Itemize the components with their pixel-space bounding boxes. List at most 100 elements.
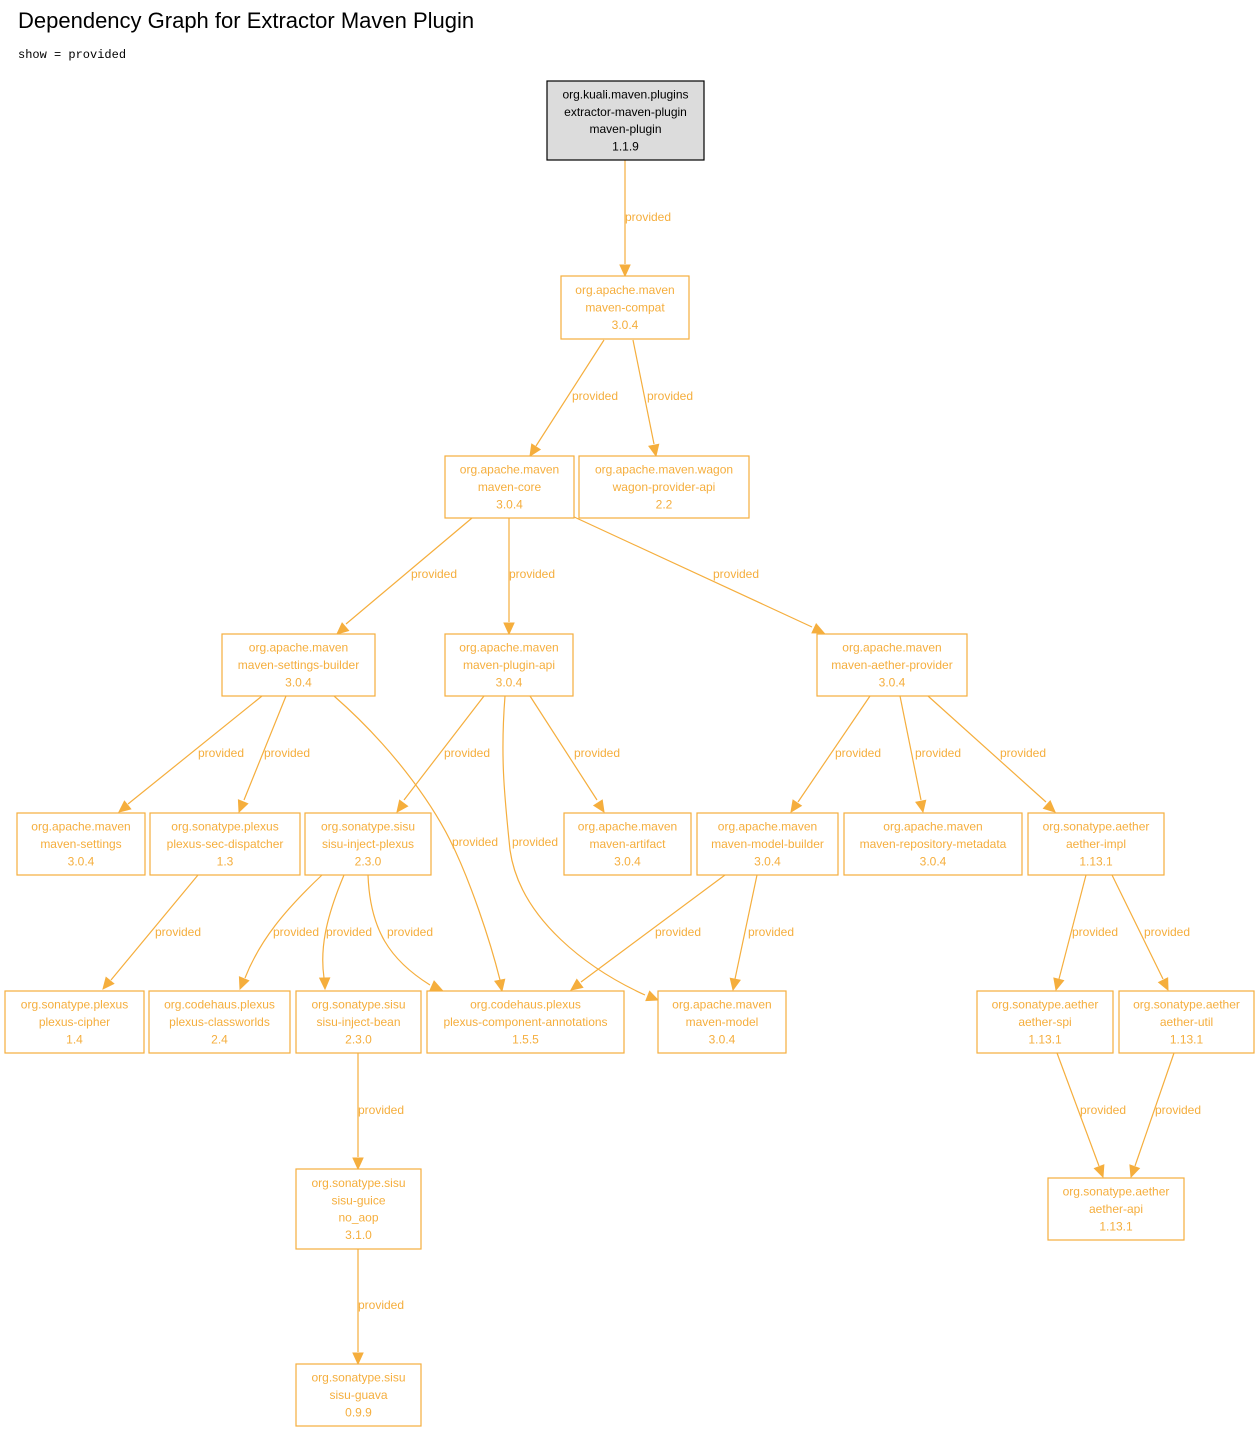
edge-label: provided bbox=[358, 1103, 404, 1117]
edge-plexus-sec-dispatcher-to-plexus-cipher: provided bbox=[102, 874, 201, 990]
node-box bbox=[444, 633, 574, 697]
edge-aether-util-to-aether-api: provided bbox=[1129, 1052, 1201, 1179]
node-label-line: 1.5.5 bbox=[512, 1032, 539, 1046]
edge-sisu-inject-plexus-to-sisu-inject-bean: provided bbox=[318, 874, 372, 991]
arrowhead bbox=[1042, 800, 1056, 813]
edge-maven-aether-provider-to-maven-model-builder: provided bbox=[790, 695, 881, 814]
edge-maven-core-to-maven-plugin-api: provided bbox=[503, 518, 555, 636]
node-box bbox=[1047, 1177, 1185, 1241]
edge-line bbox=[1056, 1052, 1100, 1167]
arrowhead bbox=[915, 799, 927, 814]
node-box bbox=[16, 812, 146, 876]
edge-label: provided bbox=[512, 835, 558, 849]
edge-sisu-inject-plexus-to-plexus-component-annotations: provided bbox=[367, 874, 444, 991]
node-label-line: 1.13.1 bbox=[1028, 1032, 1062, 1046]
edge-label: provided bbox=[915, 746, 961, 760]
edge-label: provided bbox=[1000, 746, 1046, 760]
edge-root-to-maven-compat: provided bbox=[619, 160, 671, 278]
node-label-line: maven-model-builder bbox=[711, 837, 824, 851]
edge-maven-compat-to-maven-core: provided bbox=[529, 339, 618, 458]
node-label-line: aether-spi bbox=[1018, 1015, 1071, 1029]
node-label-line: org.apache.maven bbox=[31, 820, 130, 834]
nodes-layer: org.kuali.maven.pluginsextractor-maven-p… bbox=[4, 80, 1255, 1427]
edge-line bbox=[580, 874, 726, 983]
node-box bbox=[304, 812, 432, 876]
arrowhead bbox=[237, 799, 249, 814]
edge-maven-model-builder-to-plexus-component-annotations: provided bbox=[570, 874, 726, 991]
node-label-line: sisu-inject-plexus bbox=[322, 837, 414, 851]
edge-line bbox=[244, 874, 323, 979]
node-maven-repository-metadata: org.apache.mavenmaven-repository-metadat… bbox=[843, 812, 1023, 876]
node-box bbox=[149, 812, 301, 876]
arrowhead bbox=[494, 978, 506, 993]
node-label-line: maven-settings-builder bbox=[238, 658, 359, 672]
node-label-line: maven-compat bbox=[585, 301, 665, 315]
node-box bbox=[295, 990, 422, 1054]
node-label-line: 3.0.4 bbox=[614, 854, 641, 868]
node-label-line: org.sonatype.aether bbox=[1043, 820, 1150, 834]
edge-line bbox=[529, 695, 598, 801]
node-label-line: no_aop bbox=[338, 1211, 378, 1225]
node-label-line: sisu-inject-bean bbox=[316, 1015, 400, 1029]
arrowhead bbox=[619, 264, 631, 278]
arrowhead bbox=[102, 976, 115, 990]
node-label-line: 0.9.9 bbox=[345, 1405, 372, 1419]
page-title: Dependency Graph for Extractor Maven Plu… bbox=[18, 8, 475, 33]
edge-maven-compat-to-wagon-provider-api: provided bbox=[632, 339, 693, 458]
edge-maven-aether-provider-to-maven-repository-metadata: provided bbox=[899, 695, 961, 814]
edge-aether-spi-to-aether-api: provided bbox=[1056, 1052, 1126, 1179]
node-label-line: maven-aether-provider bbox=[831, 658, 952, 672]
node-label-line: maven-core bbox=[478, 480, 542, 494]
edge-label: provided bbox=[444, 746, 490, 760]
edge-line bbox=[571, 515, 813, 628]
node-label-line: wagon-provider-api bbox=[612, 480, 716, 494]
edge-label: provided bbox=[509, 567, 555, 581]
node-box bbox=[295, 1363, 422, 1427]
edge-label: provided bbox=[387, 925, 433, 939]
edge-label: provided bbox=[411, 567, 457, 581]
edge-line bbox=[632, 339, 655, 445]
node-maven-aether-provider: org.apache.mavenmaven-aether-provider3.0… bbox=[816, 633, 968, 697]
node-box bbox=[843, 812, 1023, 876]
arrowhead bbox=[118, 800, 132, 813]
arrowhead bbox=[1129, 1164, 1141, 1179]
edge-label: provided bbox=[326, 925, 372, 939]
node-box bbox=[976, 990, 1114, 1054]
node-label-line: 1.13.1 bbox=[1099, 1219, 1133, 1233]
node-label-line: maven-settings bbox=[40, 837, 121, 851]
arrowhead bbox=[238, 976, 250, 991]
edge-label: provided bbox=[647, 389, 693, 403]
node-maven-settings-builder: org.apache.mavenmaven-settings-builder3.… bbox=[221, 633, 376, 697]
node-label-line: org.sonatype.sisu bbox=[311, 1371, 405, 1385]
node-label-line: org.sonatype.sisu bbox=[321, 820, 415, 834]
node-label-line: maven-model bbox=[686, 1015, 759, 1029]
node-label-line: 3.0.4 bbox=[496, 675, 523, 689]
arrowhead bbox=[529, 443, 542, 458]
node-label-line: org.sonatype.sisu bbox=[311, 1176, 405, 1190]
node-label-line: org.codehaus.plexus bbox=[470, 998, 581, 1012]
edge-label: provided bbox=[1072, 925, 1118, 939]
edge-line bbox=[345, 517, 473, 625]
arrowhead bbox=[1157, 977, 1169, 992]
edge-sisu-guice-to-sisu-guava: provided bbox=[352, 1249, 404, 1366]
node-box bbox=[560, 275, 690, 340]
edge-sisu-inject-bean-to-sisu-guice: provided bbox=[352, 1053, 404, 1171]
filter-subtitle: show = provided bbox=[18, 48, 127, 62]
edge-maven-plugin-api-to-sisu-inject-plexus: provided bbox=[396, 695, 490, 813]
node-label-line: org.apache.maven bbox=[249, 641, 348, 655]
edge-line bbox=[797, 695, 871, 803]
edge-label: provided bbox=[273, 925, 319, 939]
node-label-line: 1.1.9 bbox=[612, 139, 639, 153]
node-box bbox=[221, 633, 376, 697]
node-label-line: 3.0.4 bbox=[879, 675, 906, 689]
node-label-line: org.sonatype.plexus bbox=[21, 998, 128, 1012]
edge-line bbox=[367, 874, 431, 986]
